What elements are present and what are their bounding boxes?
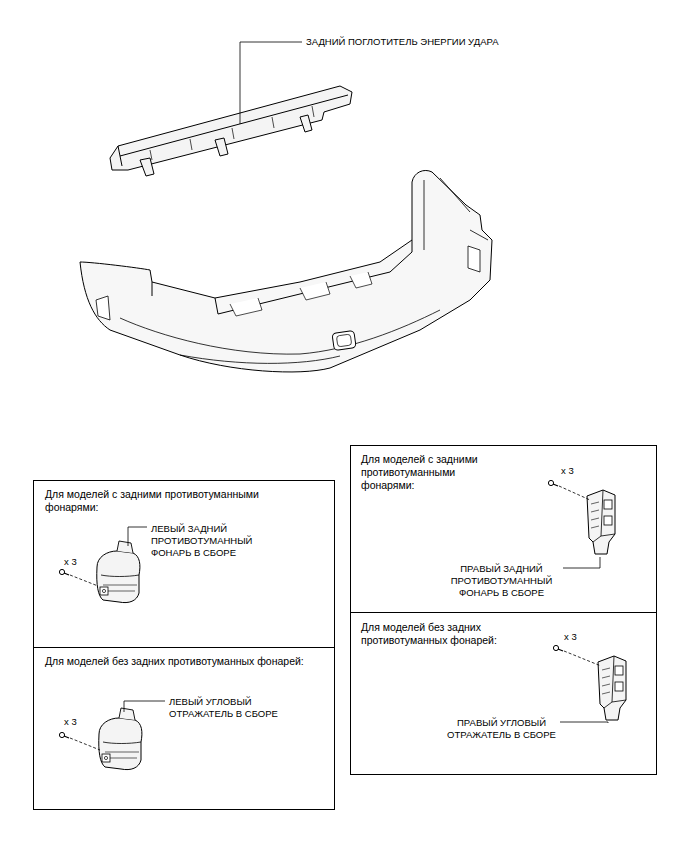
variant-heading: Для моделей с задними противотуманными ф… [361, 453, 501, 492]
part-name: ПРАВЫЙ ЗАДНИЙ ПРОТИВОТУМАННЫЙ ФОНАРЬ В С… [439, 563, 564, 599]
variant-panel: Для моделей без задних противотуманных ф… [33, 647, 335, 810]
variant-heading: Для моделей без задних противотуманных ф… [361, 621, 541, 647]
variant-panel: Для моделей без задних противотуманных ф… [350, 612, 657, 775]
fog-lamp-drawing [548, 480, 615, 568]
screw-count: x 3 [64, 556, 94, 568]
screw-count: x 3 [564, 631, 594, 643]
screw-count: x 3 [561, 465, 591, 477]
variant-heading: Для моделей с задними противотуманными ф… [45, 488, 307, 514]
screw-count: x 3 [64, 716, 94, 728]
reflector-drawing [59, 701, 165, 770]
bumper-drawing [80, 170, 492, 371]
leader-line [240, 42, 302, 124]
fog-lamp-drawing [59, 527, 147, 603]
absorber-drawing [110, 86, 352, 176]
variant-panel: Для моделей с задними противотуманными ф… [350, 445, 657, 613]
variant-heading: Для моделей без задних противотуманных ф… [45, 655, 307, 668]
part-name: ЛЕВЫЙ УГЛОВЫЙ ОТРАЖАТЕЛЬ В СБОРЕ [169, 696, 304, 720]
variant-panel: Для моделей с задними противотуманными ф… [33, 480, 335, 648]
part-name: ПРАВЫЙ УГЛОВЫЙ ОТРАЖАТЕЛЬ В СБОРЕ [434, 717, 569, 741]
part-name: ЛЕВЫЙ ЗАДНИЙ ПРОТИВОТУМАННЫЙ ФОНАРЬ В СБ… [151, 523, 276, 559]
reflector-drawing [553, 645, 626, 723]
part-name: ЗАДНИЙ ПОГЛОТИТЕЛЬ ЭНЕРГИИ УДАРА [306, 36, 499, 47]
